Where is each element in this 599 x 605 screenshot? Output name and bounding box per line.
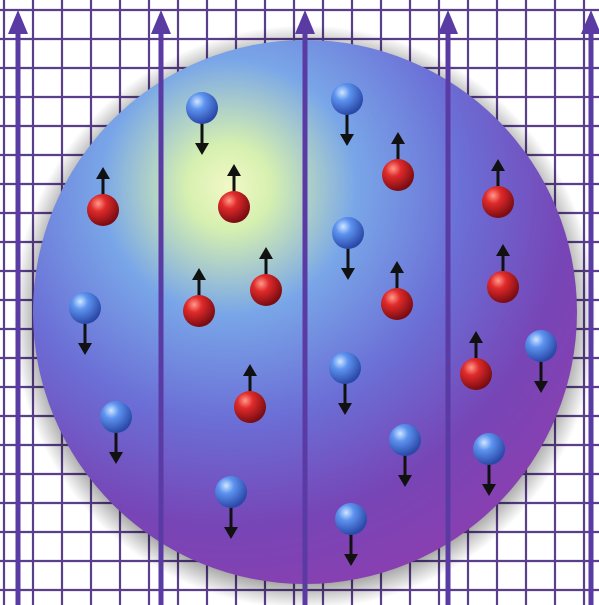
diagram-canvas [0,0,599,605]
spin-diagram [0,0,599,605]
